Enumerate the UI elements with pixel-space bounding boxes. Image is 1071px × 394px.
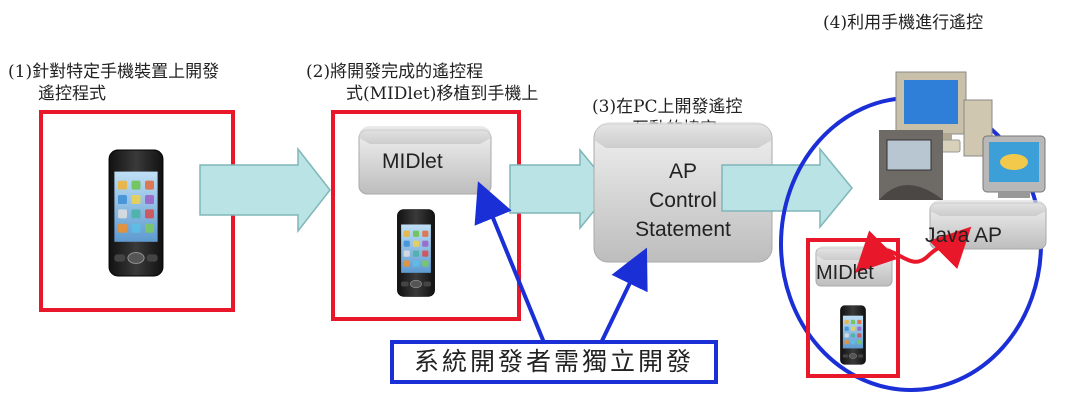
midlet-small-label: MIDlet [816,262,874,284]
phone-icon [397,209,435,297]
step4-line1: (4)利用手機進行遙控 [823,13,984,33]
step4-text: (4)利用手機進行遙控 [823,12,983,34]
java-ap-label: Java AP [925,224,1003,247]
car-headrest-screen-photo [879,130,943,200]
ap-control-line2: Control [649,189,717,212]
flow-arrow-3 [721,146,853,230]
midlet-block [358,126,492,195]
ap-control-line3: Statement [635,218,731,241]
flow-arrow-1 [199,146,331,234]
callout-arrow-to-midlet [474,181,547,346]
step2-line1: (2)將開發完成的遙控程 [306,62,484,82]
phone-icon [108,149,164,277]
phone-icon [840,305,866,365]
ap-control-block [593,122,773,263]
step2-text: (2)將開發完成的遙控程 式(MIDlet)移植到手機上 [306,61,538,105]
ap-control-label: AP Control Statement [594,157,772,244]
midlet-label: MIDlet [382,150,443,173]
step1-text: (1)針對特定手機裝置上開發 遙控程式 [8,61,219,105]
step2-line2: 式(MIDlet)移植到手機上 [346,84,539,104]
phone-with-midlet-box [806,238,900,378]
callout-arrow-to-ap [598,247,648,346]
ap-control-line1: AP [668,160,697,183]
step2-box [331,110,521,321]
communication-arrow [855,226,972,273]
step1-line2: 遙控程式 [38,84,106,104]
step1-line1: (1)針對特定手機裝置上開發 [8,62,220,82]
tv-icon [982,135,1046,198]
step3-line1: (3)在PC上開發遙控 [592,97,743,117]
developer-callout: 系統開發者需獨立開發 [390,340,718,384]
